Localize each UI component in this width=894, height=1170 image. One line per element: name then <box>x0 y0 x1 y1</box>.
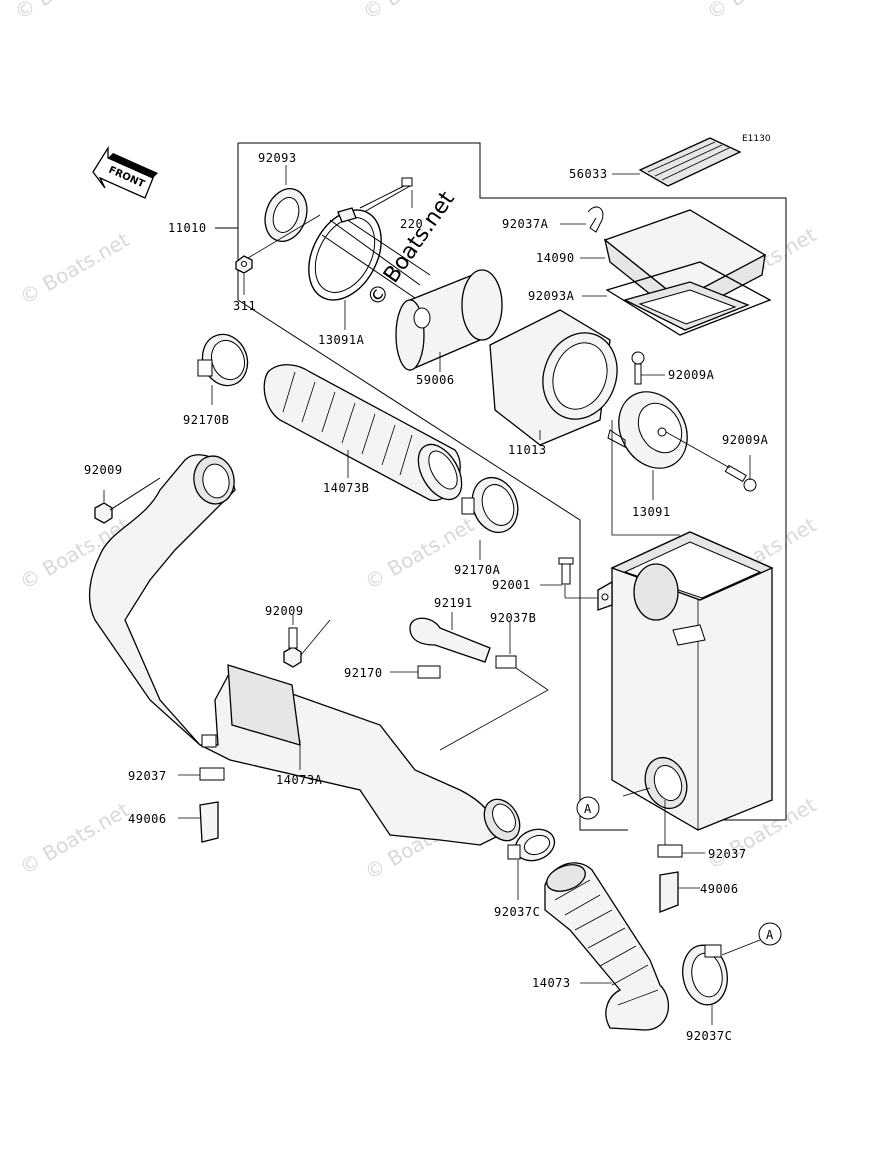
part-label-92170B: 92170B <box>183 413 229 427</box>
part-label-92037-right: 92037 <box>708 847 747 861</box>
part-label-92093A: 92093A <box>528 289 575 303</box>
part-label-220: 220 <box>400 217 423 231</box>
clamp-92037-right <box>657 800 705 858</box>
part-label-13091: 13091 <box>632 505 671 519</box>
part-label-92037A: 92037A <box>502 217 549 231</box>
part-label-92009A-top: 92009A <box>668 368 715 382</box>
gasket-92093A <box>582 261 772 336</box>
part-label-11013: 11013 <box>508 443 547 457</box>
part-label-14073B: 14073B <box>323 481 369 495</box>
watermark-2: © Boats.net <box>359 0 477 24</box>
diagram-code: E1130 <box>742 134 771 144</box>
filter-element-59006 <box>395 269 503 372</box>
inlet-duct-14073A <box>88 454 521 846</box>
part-label-92009A-side: 92009A <box>722 433 769 447</box>
clip-92037B <box>439 622 549 751</box>
clip-92037A <box>560 206 604 233</box>
part-label-92170: 92170 <box>344 666 383 680</box>
clamp-92170A <box>461 476 519 560</box>
sleeve-49006-left <box>178 801 219 843</box>
screw-92009A-top <box>631 351 665 385</box>
part-label-49006-left: 49006 <box>128 812 167 826</box>
seal-ring-92093 <box>264 165 308 242</box>
watermark-1: © Boats.net <box>11 0 129 24</box>
part-label-92001: 92001 <box>492 578 531 592</box>
bolt-92009-mid <box>283 615 331 668</box>
front-arrow-icon: FRONT <box>92 145 158 199</box>
filter-pad-56033 <box>612 137 742 187</box>
clamp-92037C-bottom <box>682 939 761 1025</box>
part-label-14073: 14073 <box>532 976 571 990</box>
part-label-14073A: 14073A <box>276 773 323 787</box>
cover-plate-13091 <box>607 391 688 500</box>
part-label-92037-left: 92037 <box>128 769 167 783</box>
part-label-92170A: 92170A <box>454 563 501 577</box>
sleeve-49006-right <box>659 871 700 913</box>
part-label-92037B: 92037B <box>490 611 536 625</box>
nut-311 <box>235 214 321 295</box>
element-holder-13091A <box>308 207 431 330</box>
duct-14073 <box>544 862 669 1031</box>
bolt-220 <box>359 177 413 213</box>
clamp-92037C-mid <box>507 828 556 900</box>
part-label-56033: 56033 <box>569 167 608 181</box>
ref-marker-a-lower-label: A <box>766 928 774 942</box>
clamp-92170 <box>390 665 441 679</box>
ref-marker-a-upper: A <box>576 796 600 820</box>
part-label-92191: 92191 <box>434 596 473 610</box>
part-label-11010: 11010 <box>168 221 207 235</box>
watermark-7: © Boats.net <box>361 512 479 594</box>
filter-element-11013 <box>489 309 618 446</box>
part-label-14090: 14090 <box>536 251 575 265</box>
part-label-13091A: 13091A <box>318 333 365 347</box>
bolt-92009-left <box>94 477 161 524</box>
part-labels: 56033 92093 11010 220 311 13091A 92037A … <box>84 151 769 1043</box>
clamp-92170B <box>197 333 249 405</box>
ref-marker-a-lower: A <box>758 922 782 946</box>
part-label-49006-right: 49006 <box>700 882 739 896</box>
part-label-92037C-mid: 92037C <box>494 905 540 919</box>
part-label-92093: 92093 <box>258 151 297 165</box>
clamp-92037-left <box>178 767 225 781</box>
hose-92191 <box>409 612 491 663</box>
part-label-92009-left: 92009 <box>84 463 123 477</box>
part-label-92037C-bottom: 92037C <box>686 1029 732 1043</box>
air-box-housing <box>597 531 774 831</box>
watermark-9: © Boats.net <box>16 797 134 879</box>
screw-92009A-side <box>665 431 757 492</box>
part-label-92009-mid: 92009 <box>265 604 304 618</box>
part-label-311: 311 <box>233 299 256 313</box>
watermark-4: © Boats.net <box>16 227 134 309</box>
ref-marker-a-upper-label: A <box>584 802 592 816</box>
part-label-59006: 59006 <box>416 373 455 387</box>
screw-92001 <box>540 557 574 586</box>
duct-14073B <box>263 364 463 502</box>
watermark-3: © Boats.net <box>703 0 821 24</box>
